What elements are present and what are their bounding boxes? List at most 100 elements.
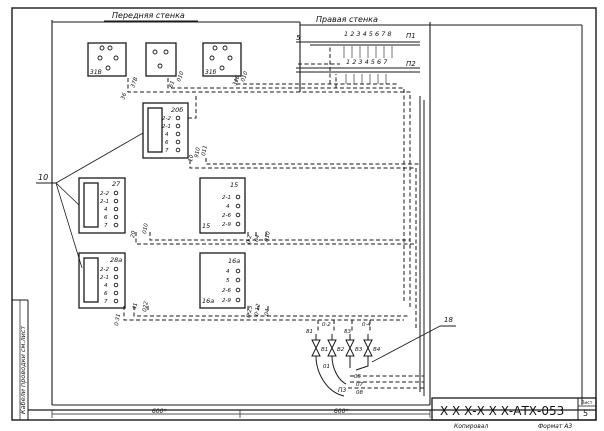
wire-label: 36: [120, 92, 128, 101]
top-device-31b: 31б 31Б 010: [202, 42, 250, 87]
callout-10: 10: [36, 132, 144, 269]
terminal-left-label: 5: [296, 34, 301, 42]
callout-label: 18: [444, 316, 453, 324]
dimension-left: 600*: [152, 408, 166, 415]
instrument-name-secondary: 15: [202, 222, 210, 230]
format-label: Формат А3: [538, 423, 572, 430]
valve-wire: 83: [344, 329, 351, 335]
wire-label: 010: [240, 70, 249, 82]
wiring-harness: [123, 46, 425, 396]
margin-text: Кабели проводки см.лист: [19, 326, 27, 414]
panel-outlines: [51, 20, 583, 406]
terminal-block-p1: 5 1 2 3 4 5 6 7 8 П1: [296, 30, 420, 46]
sheet-number: 5: [583, 409, 588, 418]
wire-label: 0·2: [246, 234, 254, 244]
wire-label: 0·25: [246, 305, 254, 319]
wire-label: 20: [130, 230, 137, 238]
wire-label: 0·31: [114, 313, 122, 326]
valve-label: B2: [337, 347, 345, 353]
wire-label: 022: [142, 300, 150, 312]
instrument-name: 20б: [171, 106, 183, 114]
terminal-label: П2: [406, 60, 416, 68]
connector-label: П3: [338, 387, 347, 394]
valve-b1: 81 B1: [306, 329, 328, 357]
pin-label: 2-6: [222, 288, 231, 294]
wire-label: 010: [176, 70, 185, 82]
wall-headings: Передняя стенка Правая стенка: [104, 11, 392, 26]
pin-label: 4: [226, 269, 230, 275]
dimension-lines: 600* 600*: [51, 408, 431, 418]
valve-label: B4: [373, 347, 381, 353]
top-device-2: 61 010: [145, 42, 186, 89]
wire-label: 010: [264, 230, 272, 242]
connector-wire: 05: [354, 374, 361, 380]
terminal-label: П1: [406, 32, 416, 40]
wire-label: 61: [168, 80, 176, 89]
drawing-code: Х Х Х-Х Х Х-АТХ-053: [440, 404, 564, 418]
pin-label: 2-9: [222, 298, 231, 304]
wire-label: 41: [132, 302, 139, 310]
valve-wire: 81: [306, 329, 313, 335]
wire-label: 10: [188, 154, 195, 162]
pin-label: 6: [165, 140, 169, 146]
instrument-name: 15: [230, 181, 238, 189]
valve-b4: 0·4 B4: [362, 322, 381, 357]
title-block: Х Х Х-Х Х Х-АТХ-053 Лист 5: [431, 397, 597, 421]
terminal-numbers: 1 2 3 4 5 6 7 8: [344, 30, 392, 38]
wire-label: 011: [201, 145, 209, 156]
instrument-name: 27: [112, 180, 121, 188]
pin-label: 7: [104, 299, 108, 305]
wire-label: 910: [194, 146, 202, 158]
pin-label: 2-2: [162, 116, 171, 122]
pin-label: 7: [104, 223, 108, 229]
wire-label: 37В: [130, 76, 139, 88]
instrument-name: 16а: [228, 257, 240, 265]
pin-label: 4: [104, 283, 108, 289]
instrument-20b: 20б 2-2 2-1 4 6 7 10 910 011: [142, 102, 209, 162]
sheet-label: Лист: [581, 400, 593, 406]
top-device-31v: 31В 36 37В: [87, 42, 140, 101]
device-label: 31В: [90, 69, 102, 76]
pin-label: 4: [104, 207, 108, 213]
right-wall-heading: Правая стенка: [316, 15, 378, 24]
instrument-name-secondary: 16а: [202, 297, 214, 305]
pin-label: 2-6: [222, 213, 231, 219]
instrument-16a: 16а 4 5 2-6 2-9 16а 0·25 0·12 04: [199, 252, 271, 319]
pin-label: 4: [226, 204, 230, 210]
pin-label: 2-1: [100, 275, 109, 281]
pin-label: 5: [226, 278, 230, 284]
wire-label: 04: [264, 308, 271, 316]
terminal-block-p2: 1 2 3 4 5 6 7 П2: [296, 58, 420, 73]
device-label: 31б: [205, 69, 217, 76]
valve-wire: 0·2: [322, 322, 331, 328]
instrument-28a: 28а 2-2 2-1 4 6 7 0·31 41 022: [78, 252, 150, 326]
dimension-right: 600*: [334, 408, 348, 415]
front-wall-heading: Передняя стенка: [112, 11, 185, 20]
pin-label: 4: [165, 132, 169, 138]
instrument-15: 15 2-1 4 2-6 2-9 15 0·2 04 010: [199, 177, 272, 244]
pin-label: 6: [104, 291, 108, 297]
pin-label: 2-2: [100, 267, 109, 273]
callout-18: 18: [371, 316, 456, 363]
connector-wire: 01: [323, 364, 330, 370]
pin-label: 6: [104, 215, 108, 221]
pin-label: 2-1: [222, 195, 231, 201]
pin-label: 2-2: [100, 191, 109, 197]
pin-label: 2-9: [222, 222, 231, 228]
pin-label: 2-1: [100, 199, 109, 205]
copied-label: Копировал: [454, 423, 488, 430]
drawing-frame: [11, 7, 597, 421]
valve-wire: 0·4: [362, 322, 371, 328]
connector-wire: 08: [356, 390, 363, 396]
connector-p3: П3 01 05 07 08: [315, 355, 369, 397]
pin-label: 2-1: [162, 124, 171, 130]
pin-label: 7: [165, 148, 169, 154]
connector-wire: 07: [356, 382, 363, 388]
wire-label: 31Б: [232, 74, 241, 86]
wire-label: 04: [254, 234, 261, 242]
instrument-name: 28а: [110, 256, 122, 264]
callout-label: 10: [38, 173, 48, 182]
wire-label: 010: [142, 222, 150, 234]
terminal-numbers: 1 2 3 4 5 6 7: [346, 58, 388, 66]
